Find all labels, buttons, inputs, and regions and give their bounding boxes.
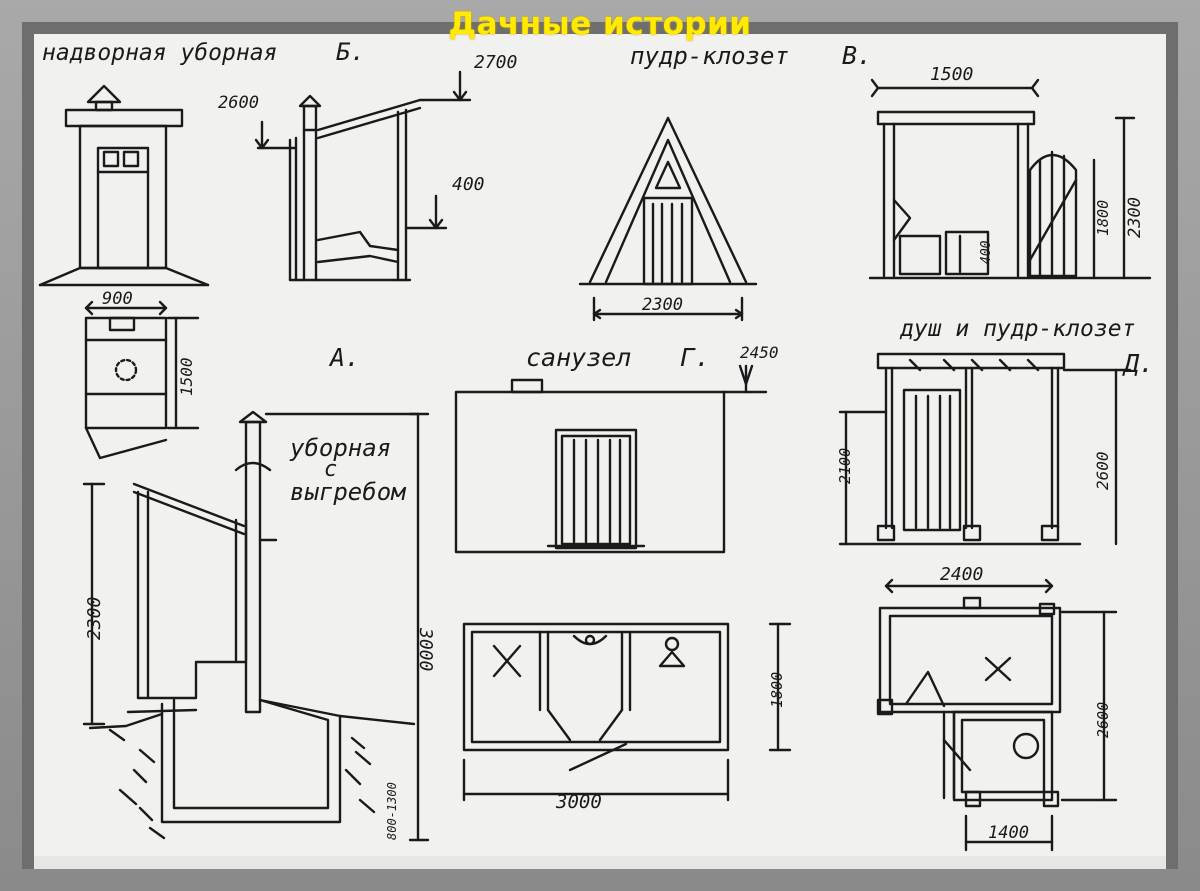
bottom-strip: [34, 856, 1166, 869]
shed-with-gate: [868, 78, 1152, 280]
outhouse-side-section: [254, 70, 472, 282]
dim-1800-v: 1800: [1094, 200, 1112, 236]
dim-2450: 2450: [740, 343, 779, 362]
label-s: с: [324, 457, 337, 482]
sanuzel-plan: [462, 622, 792, 802]
dim-1500-top: 1500: [930, 64, 973, 85]
dim-2700: 2700: [474, 52, 517, 73]
dim-1500-side: 1500: [177, 357, 196, 396]
label-g: Г.: [680, 343, 710, 372]
dim-2300-base: 2300: [642, 295, 683, 315]
label-dush: душ и пудр-клозет: [899, 316, 1135, 342]
dim-2600-d: 2600: [1093, 451, 1112, 490]
dim-400: 400: [452, 174, 485, 195]
label-d: Д.: [1122, 349, 1154, 378]
dim-2100: 2100: [836, 448, 854, 484]
shower-elevation: [838, 352, 1132, 546]
label-pudr-klozet: пудр-клозет: [630, 42, 789, 70]
dim-900: 900: [102, 289, 133, 309]
label-vygrebom: выгребом: [290, 478, 407, 506]
dim-2600: 2600: [218, 93, 259, 113]
dim-400-v: 400: [979, 240, 994, 264]
outhouse-section-pit: [82, 410, 430, 842]
dim-2300-v: 2300: [1125, 197, 1145, 238]
dim-2600-plan: 2600: [1094, 702, 1112, 738]
label-ubornaya: уборная: [289, 434, 391, 462]
dim-1800-plan: 1800: [768, 672, 786, 708]
a-frame-closet: [578, 116, 758, 322]
dim-2400: 2400: [940, 564, 983, 585]
sanuzel-elevation: [454, 364, 768, 554]
label-sanuzel: санузел: [526, 343, 631, 372]
banner-title: Дачные истории: [448, 6, 752, 42]
dim-3000-vert: 3000: [415, 627, 436, 671]
label-nadvornaya: надворная уборная: [42, 40, 277, 66]
outhouse-plan-a: [84, 300, 200, 460]
dim-800-1300: 800-1300: [385, 782, 399, 840]
shower-plan: [876, 578, 1118, 852]
dim-2300-left: 2300: [84, 597, 105, 640]
label-b: Б.: [336, 38, 365, 66]
label-a: А.: [328, 343, 360, 372]
outhouse-front-view: [38, 84, 210, 287]
dim-3000-plan: 3000: [555, 791, 602, 813]
label-v: В.: [842, 41, 872, 70]
dim-1400: 1400: [988, 823, 1029, 843]
